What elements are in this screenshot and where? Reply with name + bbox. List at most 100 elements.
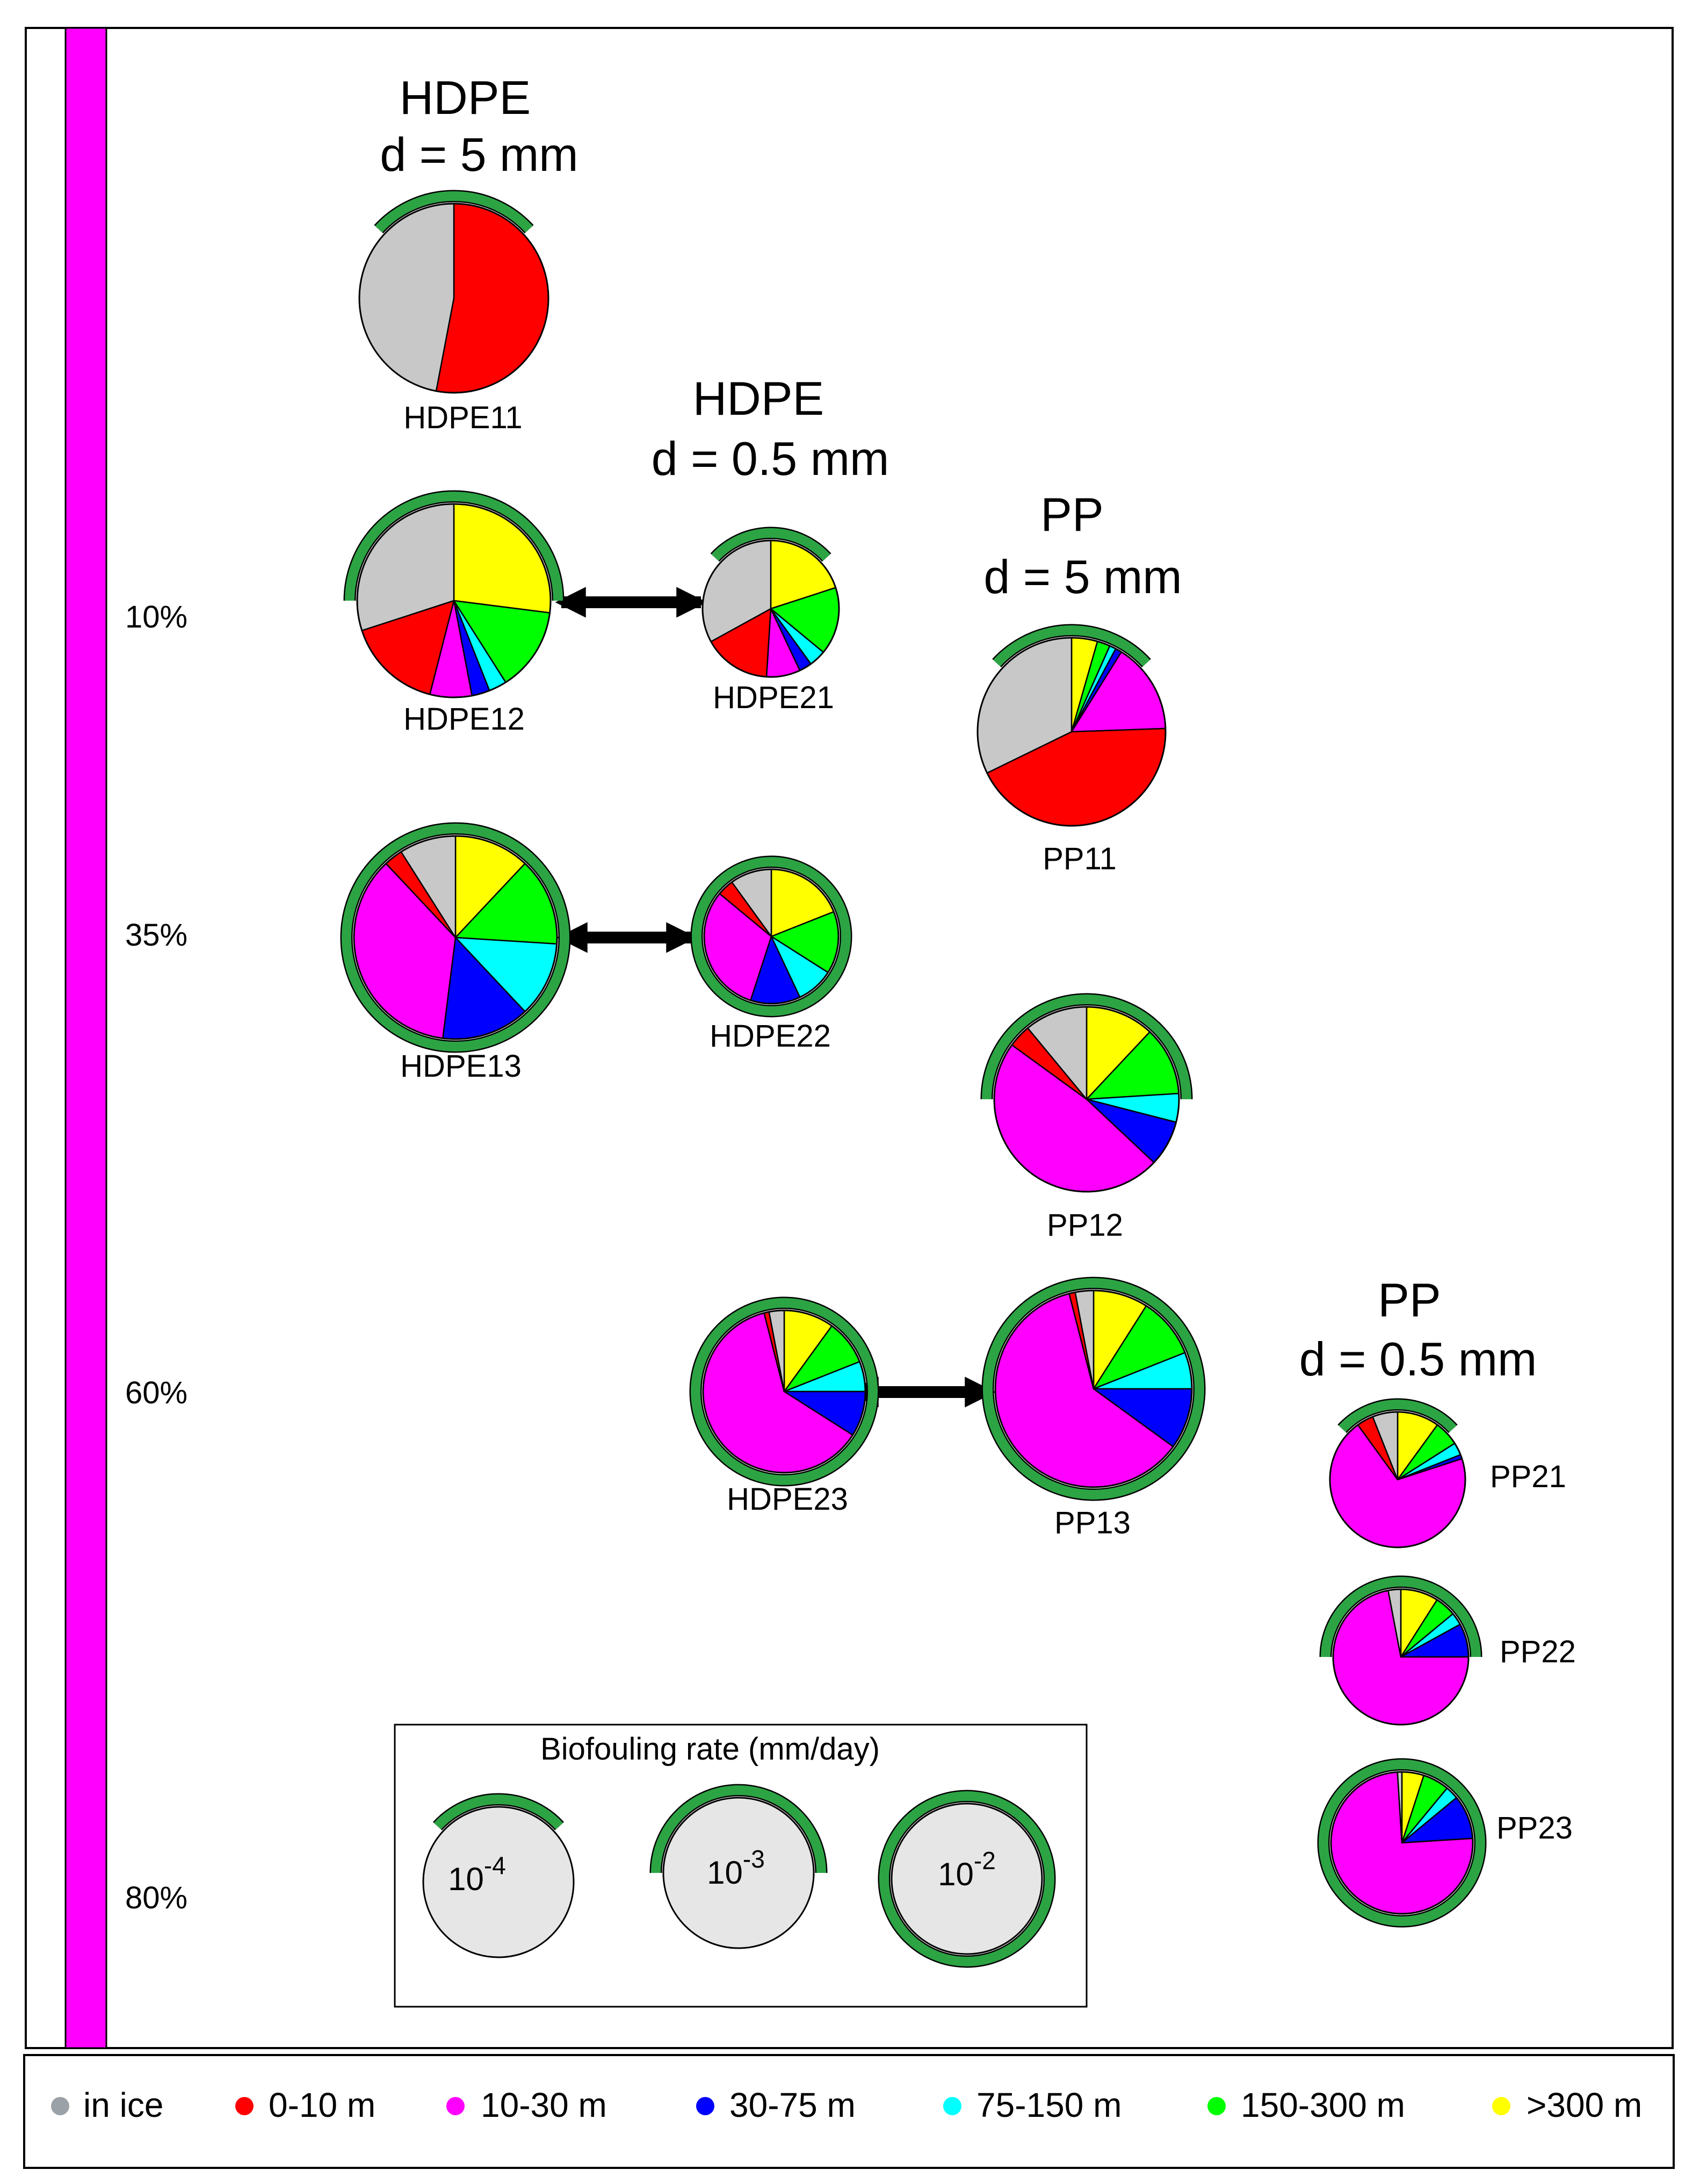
inset-disc (422, 1806, 575, 1958)
PP12-ring (982, 994, 1191, 1100)
inset-disc (891, 1803, 1043, 1955)
inset-circle (649, 1784, 828, 1949)
legend-label: >300 m (1527, 2086, 1642, 2124)
legend: in ice 0-10 m 10-30 m 30-75 m 75-150 m 1… (23, 2054, 1675, 2169)
HDPE21-ring (711, 528, 830, 561)
pie-outline (701, 539, 840, 678)
pie-label-HDPE21: HDPE21 (713, 680, 834, 715)
group-subtitle: d = 5 mm (380, 128, 578, 181)
inset-label-base: 10 (448, 1861, 484, 1897)
pie-PP11 (976, 624, 1167, 827)
inset-circle (422, 1793, 575, 1958)
pie-outline (356, 503, 552, 698)
legend-marker (1207, 2097, 1226, 2115)
group-title: PP (1378, 1273, 1441, 1327)
pie-label-HDPE22: HDPE22 (710, 1019, 831, 1054)
inset-disc (662, 1797, 815, 1949)
legend-marker (943, 2097, 961, 2115)
legend-marker (235, 2097, 254, 2115)
pie-outline (1330, 1771, 1474, 1915)
depth-label: 80% (125, 1880, 187, 1915)
pie-HDPE11 (358, 190, 549, 394)
inset-label-base: 10 (707, 1855, 743, 1891)
inset-2-ring (879, 1791, 1054, 1966)
inset-circles (422, 1784, 1056, 1968)
inset-circle (878, 1790, 1056, 1968)
PP23-ring (1319, 1760, 1485, 1926)
pie-HDPE12 (343, 490, 565, 698)
group-subtitle: d = 0.5 mm (1299, 1332, 1537, 1386)
pie-labels: HDPE11 HDPE12 HDPE21 PP11 HDPE13 HDPE22 … (400, 400, 1576, 1846)
depth-label: 10% (125, 600, 187, 635)
pie-HDPE21 (701, 527, 840, 678)
pie-PP13 (981, 1277, 1206, 1501)
legend-label: 0-10 m (269, 2086, 375, 2124)
pie-HDPE22 (690, 855, 852, 1018)
group-titles: HDPE d = 5 mm HDPE d = 0.5 mm PP d = 5 m… (380, 71, 1537, 1386)
inset-label-exp: -4 (484, 1851, 506, 1879)
inset-label: 10-4 (448, 1851, 506, 1897)
HDPE12-ring (345, 492, 563, 601)
pie-label-PP23: PP23 (1496, 1811, 1573, 1846)
pies (340, 190, 1487, 1928)
legend-label: 75-150 m (976, 2086, 1122, 2124)
PP11-ring (993, 625, 1150, 667)
pie-label-PP21: PP21 (1490, 1459, 1566, 1494)
HDPE22-ring (692, 857, 851, 1016)
pie-PP21 (1329, 1398, 1466, 1548)
inset-title: Biofouling rate (mm/day) (540, 1732, 880, 1767)
inset-label-exp: -3 (743, 1845, 765, 1873)
group-title: HDPE (693, 372, 824, 425)
legend-frame (23, 2054, 1675, 2169)
PP22-ring (1321, 1577, 1481, 1657)
depth-bar (64, 27, 107, 2049)
pie-PP12 (980, 993, 1193, 1193)
pie-outline (702, 1309, 866, 1474)
inset-label: 10-2 (938, 1847, 996, 1892)
pie-outline (994, 1289, 1193, 1488)
pie-label-HDPE12: HDPE12 (403, 702, 525, 737)
legend-label: 30-75 m (729, 2086, 856, 2124)
pie-outline (976, 637, 1167, 827)
pie-slice (358, 203, 455, 392)
legend-label: in ice (83, 2086, 163, 2124)
pie-label-HDPE11: HDPE11 (403, 400, 522, 435)
pie-outline (703, 868, 840, 1005)
pie-outline (1332, 1588, 1470, 1726)
group-subtitle: d = 0.5 mm (652, 432, 889, 485)
legend-marker (446, 2097, 465, 2115)
depth-labels: 10% 35% 60% 80% (125, 600, 187, 1915)
pie-label-PP11: PP11 (1043, 841, 1117, 876)
group-title: PP (1040, 488, 1103, 541)
inset-1-ring (651, 1785, 826, 1873)
inset-0-ring (433, 1794, 563, 1830)
biofouling-inset: Biofouling rate (mm/day) 10-4 10-3 10-2 (394, 1724, 1088, 2008)
pie-label-PP13: PP13 (1054, 1505, 1131, 1540)
legend-marker (51, 2097, 69, 2115)
legend-marker (1492, 2097, 1510, 2115)
pie-PP22 (1319, 1575, 1482, 1726)
pie-outline (1329, 1411, 1466, 1548)
pie-outline (353, 835, 558, 1040)
inset-label: 10-3 (707, 1845, 765, 1891)
pie-label-PP12: PP12 (1047, 1208, 1123, 1243)
depth-label: 60% (125, 1375, 187, 1410)
PP13-ring (983, 1278, 1204, 1500)
legend-label: 10-30 m (481, 2086, 607, 2124)
pie-slice (453, 503, 552, 614)
group-subtitle: d = 5 mm (983, 550, 1182, 603)
pie-HDPE13 (340, 822, 571, 1053)
legend-label: 150-300 m (1241, 2086, 1405, 2124)
PP21-ring (1339, 1400, 1457, 1432)
group-title: HDPE (400, 71, 531, 124)
HDPE13-ring (342, 824, 569, 1051)
pie-outline (993, 1006, 1180, 1193)
HDPE11-ring (375, 191, 533, 233)
pie-outline (358, 203, 549, 394)
main-panel-frame (25, 27, 1674, 2049)
pie-label-HDPE13: HDPE13 (400, 1049, 522, 1084)
pie-label-PP22: PP22 (1500, 1634, 1576, 1669)
inset-label-base: 10 (938, 1856, 974, 1892)
depth-label: 35% (125, 918, 187, 953)
